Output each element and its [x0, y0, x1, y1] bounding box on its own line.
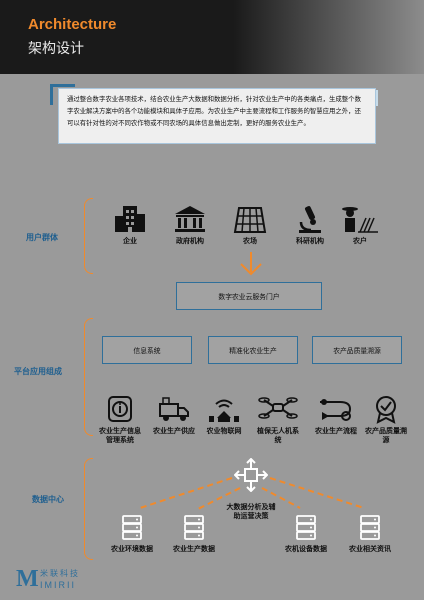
- hub-label: 大数据分析及辅助运营决策: [226, 503, 276, 520]
- hub-arrows-icon: [234, 458, 268, 492]
- platform-brace: [84, 318, 93, 436]
- user-research: 科研机构: [286, 204, 334, 246]
- logo-text-cn: 米联科技: [40, 569, 80, 578]
- quality-badge-icon: [376, 396, 396, 424]
- farm-icon: [233, 207, 267, 233]
- logo-mark: M: [16, 566, 39, 592]
- app-drone: 植保无人机系统: [254, 394, 302, 445]
- system-box: 农产品质量溯源: [312, 336, 402, 364]
- app-label: 农业物联网: [206, 427, 242, 435]
- db-production: 农业生产数据: [164, 512, 224, 554]
- user-label: 农场: [243, 237, 257, 245]
- server-icon: [296, 515, 316, 540]
- app-workflow: 农业生产流程: [312, 394, 360, 436]
- drone-icon: [258, 397, 298, 419]
- user-farmer: 农户: [336, 204, 384, 246]
- government-icon: [175, 206, 205, 232]
- app-label: 农业生产信息管理系统: [99, 427, 141, 444]
- section-label-users: 用户群体: [26, 233, 58, 242]
- db-environment: 农业环境数据: [102, 512, 162, 554]
- system-box: 信息系统: [102, 336, 192, 364]
- app-label: 植保无人机系统: [257, 427, 299, 444]
- db-label: 农机设备数据: [285, 545, 327, 553]
- app-label: 农业生产流程: [315, 427, 357, 435]
- enterprise-icon: [115, 206, 145, 232]
- page-title-en: Architecture: [28, 16, 117, 33]
- info-system-icon: [108, 396, 132, 422]
- app-supply: 农业生产供应: [150, 394, 198, 436]
- user-label: 企业: [123, 237, 137, 245]
- app-quality: 农产品质量溯源: [362, 394, 410, 445]
- description-box: 通过整合数字农业各项技术，结合农业生产大数据和数据分析，针对农业生产中的各类痛点…: [58, 88, 376, 144]
- server-icon: [184, 515, 204, 540]
- section-label-platform: 平台应用组成: [14, 367, 62, 376]
- app-info-system: 农业生产信息管理系统: [96, 394, 144, 445]
- iot-icon: [209, 399, 239, 422]
- logo-text-en: IMIRII: [40, 580, 76, 590]
- portal-box: 数字农业云服务门户: [176, 282, 322, 310]
- workflow-icon: [320, 399, 352, 421]
- users-brace: [84, 198, 93, 274]
- supply-truck-icon: [159, 397, 189, 421]
- db-label: 农业环境数据: [111, 545, 153, 553]
- server-icon: [360, 515, 380, 540]
- data-brace: [84, 458, 93, 560]
- system-box: 精准化农业生产: [208, 336, 298, 364]
- farmer-icon: [342, 207, 378, 233]
- page-title-cn: 架构设计: [28, 41, 84, 57]
- server-icon: [122, 515, 142, 540]
- user-label: 科研机构: [296, 237, 324, 245]
- db-label: 农业生产数据: [173, 545, 215, 553]
- section-label-data: 数据中心: [32, 495, 64, 504]
- app-label: 农产品质量溯源: [365, 427, 407, 444]
- user-label: 农户: [353, 237, 367, 245]
- app-label: 农业生产供应: [153, 427, 195, 435]
- user-government: 政府机构: [166, 204, 214, 246]
- app-iot: 农业物联网: [200, 394, 248, 436]
- user-label: 政府机构: [176, 237, 204, 245]
- arrow-down-icon: [240, 252, 262, 276]
- user-enterprise: 企业: [106, 204, 154, 246]
- microscope-icon: [299, 206, 321, 233]
- db-machinery: 农机设备数据: [276, 512, 336, 554]
- db-news: 农业相关资讯: [340, 512, 400, 554]
- db-label: 农业相关资讯: [349, 545, 391, 553]
- user-farm: 农场: [226, 204, 274, 246]
- header-banner: [0, 0, 424, 74]
- desc-accent-corner: [50, 84, 75, 105]
